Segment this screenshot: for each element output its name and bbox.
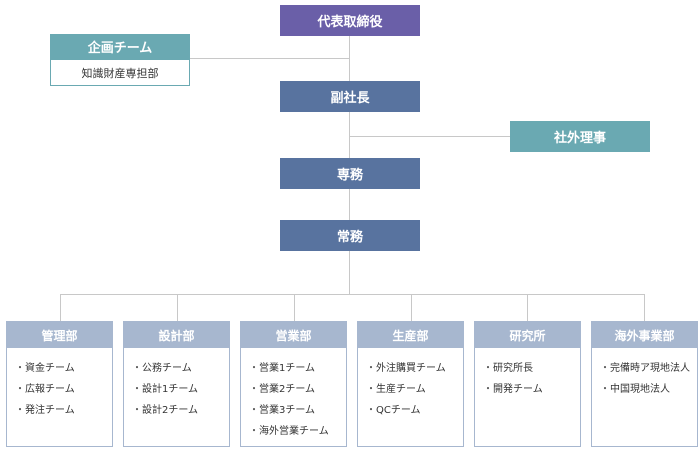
team-item: 研究所長	[483, 358, 580, 379]
department-title: 海外事業部	[592, 322, 697, 348]
team-item: 資金チーム	[15, 358, 112, 379]
department-title: 研究所	[475, 322, 580, 348]
team-item: 公務チーム	[132, 358, 229, 379]
department-production: 生産部 外注購買チーム 生産チーム QCチーム	[357, 321, 464, 447]
ip-officer-box: 知識財産専担部	[50, 59, 190, 86]
ceo-box: 代表取締役	[280, 5, 420, 36]
planning-connector	[190, 58, 350, 59]
team-item: 中国現地法人	[600, 379, 697, 400]
vice-president-box: 副社長	[280, 81, 420, 112]
team-list: 資金チーム 広報チーム 発注チーム	[7, 348, 112, 421]
dept-drop-2	[177, 294, 178, 321]
team-item: 広報チーム	[15, 379, 112, 400]
team-item: 発注チーム	[15, 400, 112, 421]
department-research: 研究所 研究所長 開発チーム	[474, 321, 581, 447]
department-title: 生産部	[358, 322, 463, 348]
dept-drop-3	[294, 294, 295, 321]
team-item: 完備時ア現地法人	[600, 358, 697, 379]
department-management: 管理部 資金チーム 広報チーム 発注チーム	[6, 321, 113, 447]
department-title: 営業部	[241, 322, 346, 348]
dept-drop-5	[527, 294, 528, 321]
department-title: 設計部	[124, 322, 229, 348]
team-list: 公務チーム 設計1チーム 設計2チーム	[124, 348, 229, 421]
team-item: 営業3チーム	[249, 400, 346, 421]
team-item: 営業1チーム	[249, 358, 346, 379]
team-list: 営業1チーム 営業2チーム 営業3チーム 海外営業チーム	[241, 348, 346, 442]
team-item: QCチーム	[366, 400, 463, 421]
team-item: 営業2チーム	[249, 379, 346, 400]
planning-team-box: 企画チーム	[50, 34, 190, 59]
team-item: 設計1チーム	[132, 379, 229, 400]
team-list: 研究所長 開発チーム	[475, 348, 580, 400]
senior-managing-box: 専務	[280, 158, 420, 189]
department-title: 管理部	[7, 322, 112, 348]
outside-director-connector	[350, 136, 510, 137]
team-item: 設計2チーム	[132, 400, 229, 421]
managing-box: 常務	[280, 220, 420, 251]
team-list: 完備時ア現地法人 中国現地法人	[592, 348, 697, 400]
dept-drop-1	[60, 294, 61, 321]
dept-drop-6	[644, 294, 645, 321]
department-sales: 営業部 営業1チーム 営業2チーム 営業3チーム 海外営業チーム	[240, 321, 347, 447]
department-design: 設計部 公務チーム 設計1チーム 設計2チーム	[123, 321, 230, 447]
team-list: 外注購買チーム 生産チーム QCチーム	[358, 348, 463, 421]
dept-drop-4	[411, 294, 412, 321]
team-item: 外注購買チーム	[366, 358, 463, 379]
team-item: 開発チーム	[483, 379, 580, 400]
team-item: 生産チーム	[366, 379, 463, 400]
department-overseas: 海外事業部 完備時ア現地法人 中国現地法人	[591, 321, 698, 447]
team-item: 海外営業チーム	[249, 421, 346, 442]
outside-director-box: 社外理事	[510, 121, 650, 152]
department-bus	[60, 294, 645, 295]
